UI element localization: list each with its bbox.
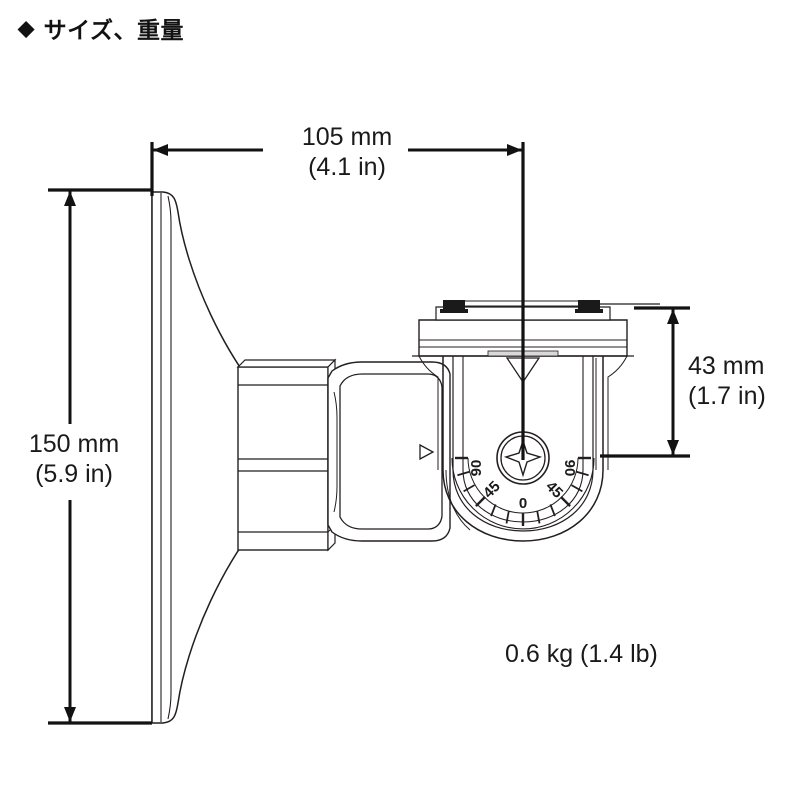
height-dimension-line (48, 188, 152, 725)
mount-plate-right-return (607, 355, 628, 470)
diamond-bullet-icon: ◆ (18, 16, 35, 40)
u-bracket-outer-line (442, 355, 604, 542)
speaker-rear-mount-block (236, 358, 337, 552)
mount-bolt-right-washer (575, 309, 603, 313)
protractor-label-left-90: 90 (468, 460, 485, 477)
mount-bolt-left-washer (440, 309, 468, 313)
page-title: ◆ サイズ、重量 (18, 11, 184, 45)
mount-plate-left-return (418, 355, 439, 470)
u-bracket-offset-line (452, 355, 594, 532)
height-metric-value: 150 mm (28, 430, 120, 458)
height-dimension-label: 150 mm (5.9 in) (4, 430, 144, 489)
bracket-pivot-arm (327, 361, 451, 542)
protractor-label-right-90: 90 (561, 460, 578, 477)
protractor-minor-ticks (457, 470, 589, 524)
width-dimension-line (150, 142, 525, 460)
angle-index-triangle-icon (419, 443, 435, 461)
mount-bolt-right (578, 300, 600, 309)
height-imperial-value: (5.9 in) (35, 459, 113, 488)
weight-label: 0.6 kg (1.4 lb) (505, 640, 658, 668)
depth-dimension-label: 43 mm (1.7 in) (688, 352, 800, 411)
protractor-outer-arc (451, 457, 595, 530)
protractor-inner-arc (467, 457, 579, 514)
pivot-arm-depth-line (333, 391, 338, 513)
depth-dimension-line (600, 306, 690, 458)
depth-metric-value: 43 mm (688, 352, 765, 380)
protractor-major-ticks (455, 456, 591, 526)
width-dimension-label: 105 mm (4.1 in) (272, 123, 422, 182)
speaker-edge-line-2 (167, 195, 172, 720)
mount-bolt-left (443, 300, 465, 309)
width-imperial-value: (4.1 in) (308, 152, 386, 181)
u-bracket-left-seam (445, 469, 471, 531)
pivot-arm-inner (339, 373, 443, 530)
speaker-body (151, 191, 284, 724)
page-title-text: サイズ、重量 (43, 17, 184, 43)
rear-block-top-bevel (236, 359, 337, 368)
protractor-label-center-0: 0 (519, 495, 527, 512)
depth-imperial-value: (1.7 in) (688, 381, 766, 410)
width-metric-value: 105 mm (301, 123, 393, 151)
